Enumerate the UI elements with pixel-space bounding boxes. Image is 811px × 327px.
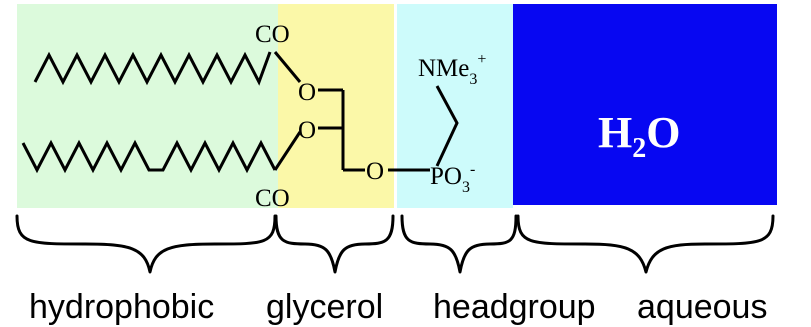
hydrophobic-region xyxy=(17,4,279,208)
headgroup-label: headgroup xyxy=(433,288,596,326)
upper-carbonyl-ester-bond xyxy=(273,51,302,83)
ester-oxygen-label-1: O xyxy=(298,79,316,106)
hydrophobic-label: hydrophobic xyxy=(29,288,214,326)
upper-carbonyl-label: CO xyxy=(255,21,290,48)
aqueous-label: aqueous xyxy=(637,288,767,326)
lower-carbonyl-ester-bond xyxy=(273,131,302,171)
water-label: H2O xyxy=(598,108,680,164)
headgroup-region xyxy=(397,4,513,208)
ester-oxygen-label-2: O xyxy=(298,117,316,144)
upper-acyl-chain xyxy=(33,51,272,86)
ammonium-label: NMe3+ xyxy=(418,51,486,88)
aqueous-brace xyxy=(516,214,775,274)
lower-acyl-chain xyxy=(21,139,277,174)
headgroup-brace xyxy=(400,214,518,274)
phosphate-label: PO3- xyxy=(430,161,475,196)
phosphate-oxygen-label: O xyxy=(366,158,384,185)
hydrophobic-brace xyxy=(15,214,277,274)
lower-carbonyl-label: CO xyxy=(255,185,290,212)
glycerol-brace xyxy=(274,214,395,274)
glycerol-label: glycerol xyxy=(266,288,383,326)
aqueous-region xyxy=(513,4,777,205)
headgroup-linker-bond xyxy=(435,85,459,167)
glycerol-region xyxy=(278,4,394,208)
